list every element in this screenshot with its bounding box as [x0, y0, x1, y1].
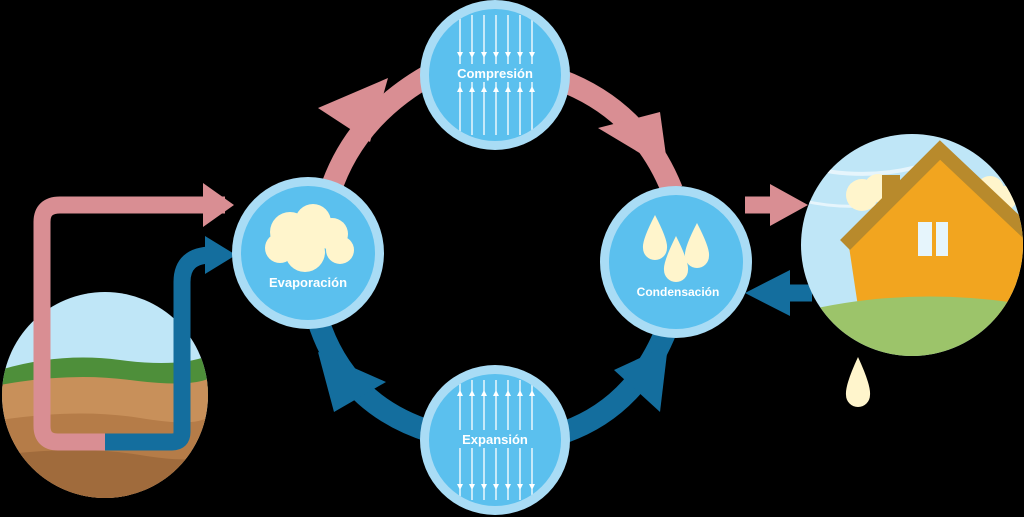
condensation-stage: Condensación: [600, 186, 752, 338]
droplets-icon: [642, 215, 710, 282]
cloud-icon: [265, 204, 354, 272]
arrowhead-icon: [745, 270, 790, 316]
arrowhead-icon: [318, 352, 386, 412]
arrowhead-icon: [318, 78, 388, 142]
expansion-stage: Expansión: [420, 365, 570, 515]
droplet-icon: [845, 357, 871, 407]
evaporation-label: Evaporación: [269, 275, 347, 290]
compression-label: Compresión: [457, 66, 533, 81]
arrowhead-icon: [770, 184, 808, 226]
cold-pipe-ground: [105, 246, 218, 451]
arrowhead-icon: [598, 112, 668, 170]
condensation-label: Condensación: [637, 285, 720, 299]
arrowhead-icon: [203, 183, 234, 227]
evaporation-stage: Evaporación: [232, 177, 384, 329]
cycle-arc-cond-to-exp: [561, 316, 681, 443]
expansion-label: Expansión: [462, 432, 528, 447]
hot-pipe-ground: [33, 196, 225, 451]
arrowhead-icon: [614, 345, 668, 412]
house-icon: [801, 134, 1023, 356]
compression-stage: Compresión: [420, 0, 570, 150]
arrowhead-icon: [205, 236, 236, 274]
